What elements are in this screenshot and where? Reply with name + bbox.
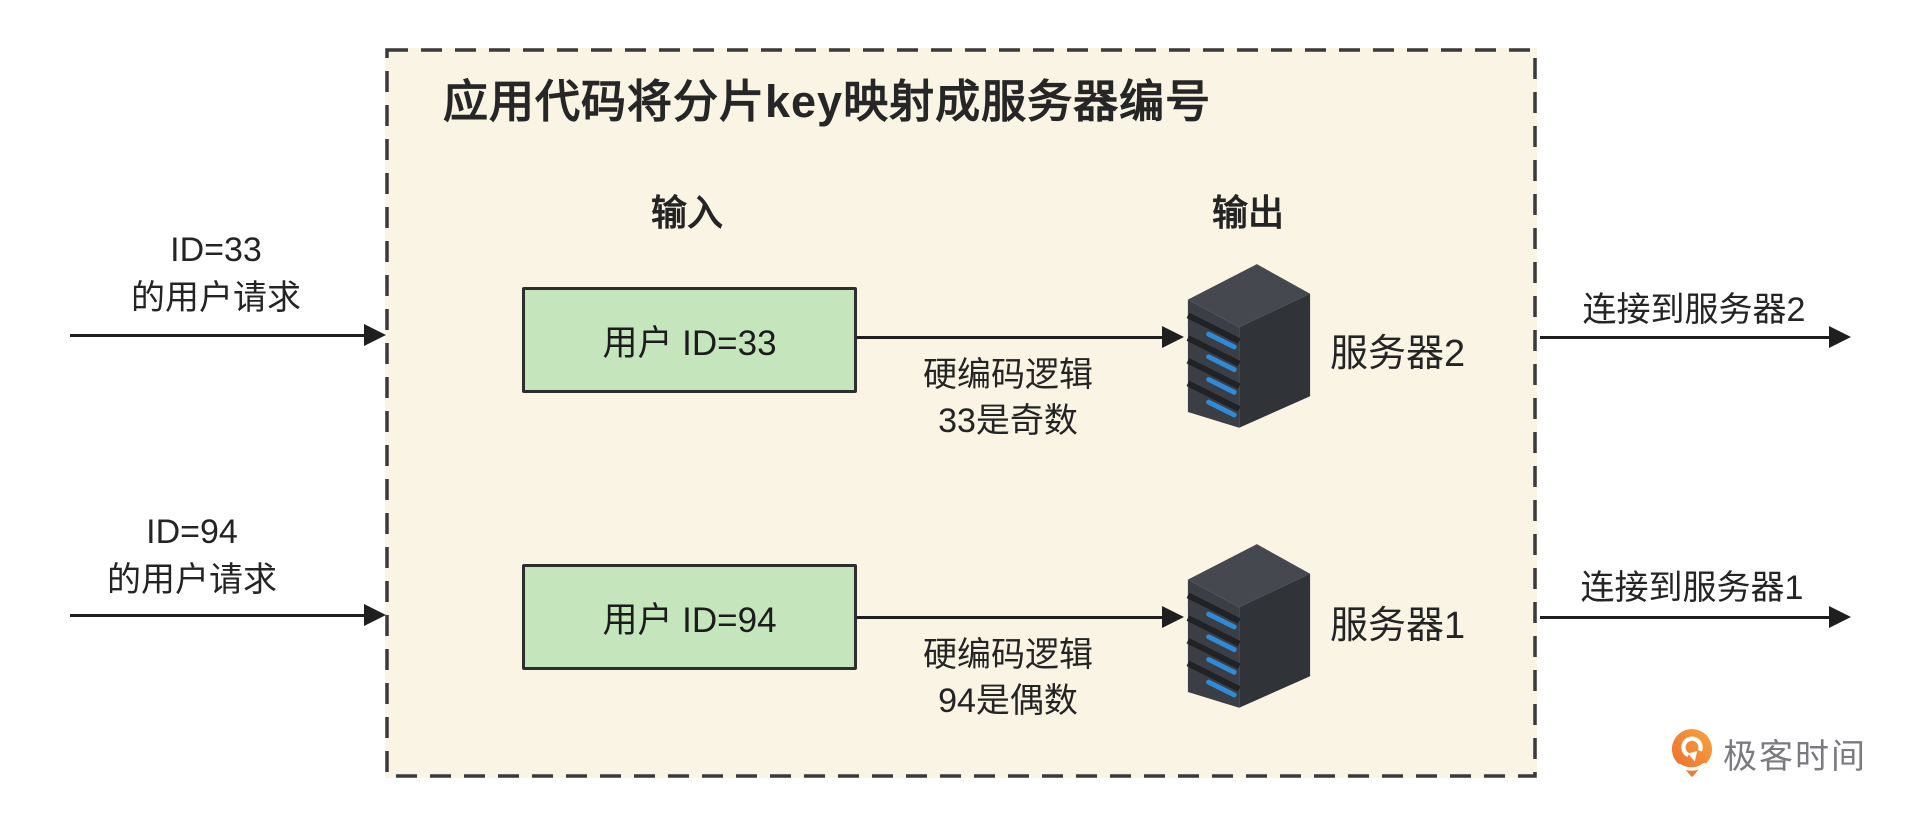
- user-id-box: 用户 ID=33: [522, 287, 857, 393]
- request-label: ID=33 的用户请求: [131, 226, 301, 322]
- logic-line2-text: 94是偶数: [938, 682, 1078, 720]
- connect-label: 连接到服务器2: [1582, 291, 1806, 329]
- user-id-text: 用户 ID=33: [602, 323, 777, 363]
- input-column-label: 输入: [650, 192, 724, 233]
- server-icon: [1186, 264, 1311, 428]
- request-id-text: ID=33: [170, 231, 262, 269]
- user-id-text: 用户 ID=94: [602, 600, 777, 640]
- arrowhead-icon: [364, 324, 386, 346]
- arrowhead-icon: [364, 604, 386, 626]
- request-arrow: [70, 604, 386, 626]
- logic-arrow: [857, 606, 1184, 628]
- logic-line2-text: 33是奇数: [938, 402, 1078, 440]
- dashed-border: [385, 48, 1537, 778]
- logic-arrow: [857, 326, 1184, 348]
- logic-line1-text: 硬编码逻辑: [923, 636, 1093, 674]
- logic-line1-text: 硬编码逻辑: [923, 356, 1093, 394]
- request-arrow: [70, 324, 386, 346]
- arrowhead-icon: [1829, 326, 1851, 348]
- connect-label: 连接到服务器1: [1580, 569, 1804, 607]
- arrowhead-icon: [1829, 606, 1851, 628]
- geektime-logo-icon: [1671, 729, 1713, 777]
- logic-label: 硬编码逻辑 33是奇数: [923, 352, 1093, 444]
- server-label: 服务器2: [1330, 333, 1466, 375]
- logic-label: 硬编码逻辑 94是偶数: [923, 632, 1093, 724]
- request-desc-text: 的用户请求: [107, 561, 277, 599]
- connect-arrow: [1540, 606, 1851, 628]
- geektime-logo-text: 极客时间: [1723, 737, 1867, 776]
- geektime-logo: 极客时间: [1671, 727, 1867, 779]
- request-desc-text: 的用户请求: [131, 279, 301, 317]
- request-id-text: ID=94: [146, 513, 238, 551]
- server-label: 服务器1: [1330, 605, 1466, 647]
- server-icon: [1186, 544, 1311, 708]
- diagram-title: 应用代码将分片key映射成服务器编号: [443, 76, 1212, 127]
- output-column-label: 输出: [1211, 192, 1285, 233]
- arrowhead-icon: [1162, 606, 1184, 628]
- request-label: ID=94 的用户请求: [107, 508, 277, 604]
- arrowhead-icon: [1162, 326, 1184, 348]
- user-id-box: 用户 ID=94: [522, 564, 857, 670]
- connect-arrow: [1540, 326, 1851, 348]
